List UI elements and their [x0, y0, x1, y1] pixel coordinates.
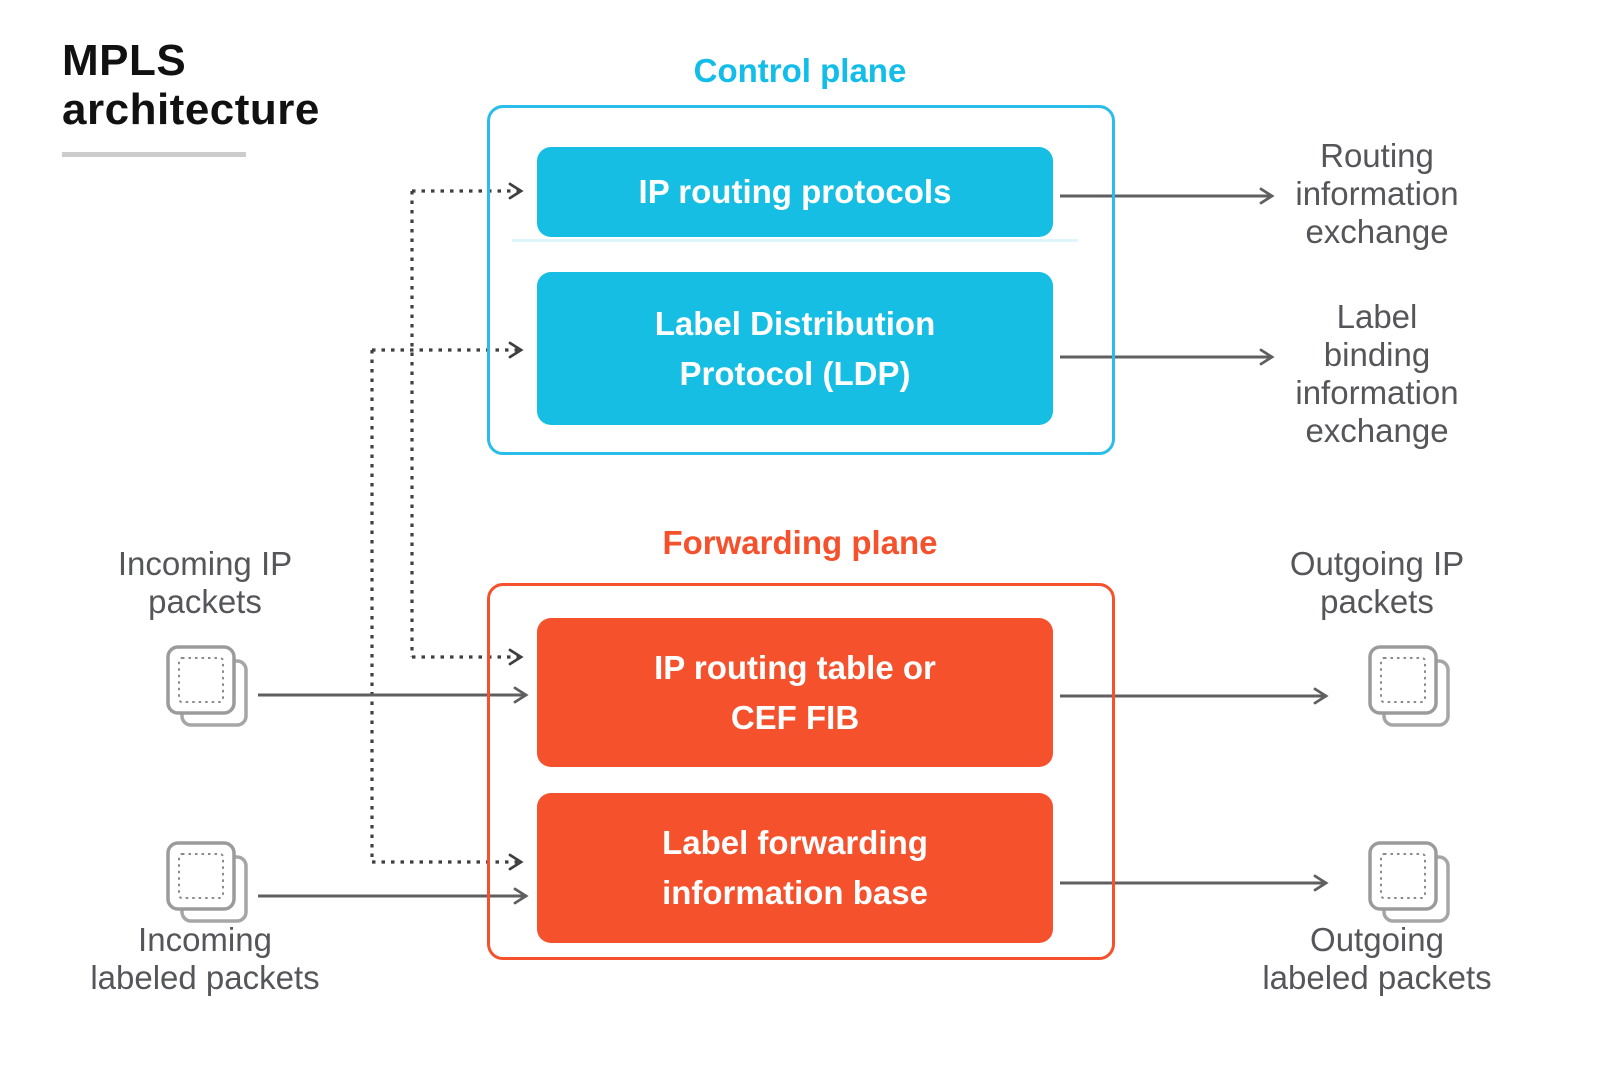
outgoing-labeled-packet-icon [1368, 841, 1450, 923]
dashed-connector-routing [410, 182, 524, 666]
box-label-forwarding-information-base: Label forwarding information base [537, 793, 1053, 943]
dashed-connector-label-binding [370, 341, 524, 871]
box-separator [512, 239, 1078, 242]
box-label-distribution-protocol: Label Distribution Protocol (LDP) [537, 272, 1053, 425]
label-binding-information-exchange-label: Label binding information exchange [1295, 298, 1459, 449]
solid-arrows-outgoing [1060, 187, 1329, 892]
title-underline [62, 152, 246, 157]
box-lfib-line1: Label forwarding [662, 824, 928, 861]
box-ip-routing-protocols: IP routing protocols [537, 147, 1053, 237]
box-ip-routing-table: IP routing table or CEF FIB [537, 618, 1053, 767]
outgoing-ip-packet-icon [1368, 645, 1450, 727]
box-ldp-label-line2: Protocol (LDP) [679, 354, 911, 392]
incoming-ip-packet-icon [166, 645, 248, 727]
forwarding-plane-heading: Forwarding plane [662, 524, 938, 561]
page-title-line2: architecture [62, 85, 320, 134]
routing-information-exchange-label: Routing information exchange [1295, 137, 1459, 250]
outgoing-ip-packets-label: Outgoing IP packets [1289, 545, 1465, 620]
incoming-ip-packets-label: Incoming IP packets [117, 545, 293, 620]
outgoing-labeled-packets-label: Outgoing labeled packets [1262, 921, 1492, 996]
box-ldp-label-line1: Label Distribution [654, 304, 936, 342]
page-title: MPLS architecture [62, 36, 320, 134]
box-ip-routing-protocols-label: IP routing protocols [638, 173, 952, 210]
forwarding-plane-container [487, 583, 1115, 960]
box-ip-routing-table-line1: IP routing table or [654, 648, 936, 686]
control-plane-container [487, 105, 1115, 455]
page-title-line1: MPLS [62, 36, 187, 85]
incoming-labeled-packet-icon [166, 841, 248, 923]
box-lfib-line2: information base [662, 874, 928, 911]
incoming-labeled-packets-label: Incoming labeled packets [90, 921, 320, 996]
solid-arrows-incoming [258, 686, 529, 905]
control-plane-heading: Control plane [693, 52, 907, 89]
box-ip-routing-table-line2: CEF FIB [730, 698, 860, 736]
